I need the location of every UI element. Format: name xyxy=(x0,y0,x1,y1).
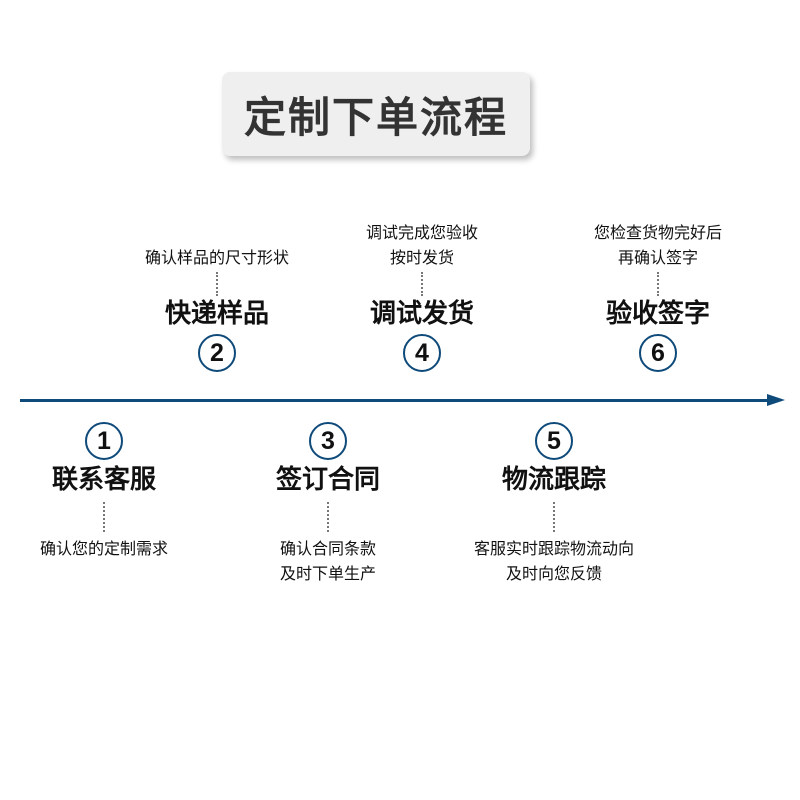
step-description-line: 确认合同条款 xyxy=(279,539,376,558)
step-number-badge: 3 xyxy=(309,422,347,460)
step-description: 确认您的定制需求 xyxy=(40,536,168,561)
page-title: 定制下单流程 xyxy=(243,92,508,142)
step-3: 3 签订合同 确认合同条款 及时下单生产 xyxy=(208,422,448,586)
step-1: 1 联系客服 确认您的定制需求 xyxy=(0,422,224,561)
step-description: 您检查货物完好后 再确认签字 xyxy=(594,220,722,270)
dotted-connector xyxy=(657,272,659,296)
step-description: 确认合同条款 及时下单生产 xyxy=(280,536,376,586)
title-banner: 定制下单流程 xyxy=(222,72,530,156)
step-description-line: 及时下单生产 xyxy=(279,564,376,583)
step-description: 调试完成您验收 按时发货 xyxy=(366,220,478,270)
step-description: 客服实时跟踪物流动向 及时向您反馈 xyxy=(474,536,634,586)
step-number-badge: 1 xyxy=(85,422,123,460)
step-description-line: 您检查货物完好后 xyxy=(593,223,722,242)
step-number-badge: 6 xyxy=(639,334,677,372)
dotted-connector xyxy=(553,502,555,532)
step-5: 5 物流跟踪 客服实时跟踪物流动向 及时向您反馈 xyxy=(434,422,674,586)
step-number-badge: 2 xyxy=(198,334,236,372)
step-description-line: 按时发货 xyxy=(389,248,454,267)
step-description-line: 及时向您反馈 xyxy=(505,564,602,583)
timeline-arrow-icon xyxy=(767,394,785,406)
step-6: 您检查货物完好后 再确认签字 验收签字 6 xyxy=(538,220,778,372)
step-description-line: 客服实时跟踪物流动向 xyxy=(473,539,634,558)
step-title: 联系客服 xyxy=(51,465,156,495)
step-description: 确认样品的尺寸形状 xyxy=(145,245,289,270)
step-number-badge: 5 xyxy=(535,422,573,460)
step-4: 调试完成您验收 按时发货 调试发货 4 xyxy=(302,220,542,372)
dotted-connector xyxy=(103,502,105,532)
step-description-line: 再确认签字 xyxy=(617,248,698,267)
step-title: 签订合同 xyxy=(275,465,380,495)
step-2: 确认样品的尺寸形状 快递样品 2 xyxy=(97,245,337,372)
timeline-line xyxy=(20,399,770,402)
step-title: 快递样品 xyxy=(164,299,269,329)
dotted-connector xyxy=(421,272,423,296)
step-title: 验收签字 xyxy=(605,299,710,329)
step-description-line: 确认样品的尺寸形状 xyxy=(144,248,289,267)
step-description-line: 确认您的定制需求 xyxy=(39,539,168,558)
dotted-connector xyxy=(216,272,218,296)
step-title: 调试发货 xyxy=(369,299,474,329)
step-description-line: 调试完成您验收 xyxy=(365,223,478,242)
step-number-badge: 4 xyxy=(403,334,441,372)
step-title: 物流跟踪 xyxy=(501,465,606,495)
dotted-connector xyxy=(327,502,329,532)
